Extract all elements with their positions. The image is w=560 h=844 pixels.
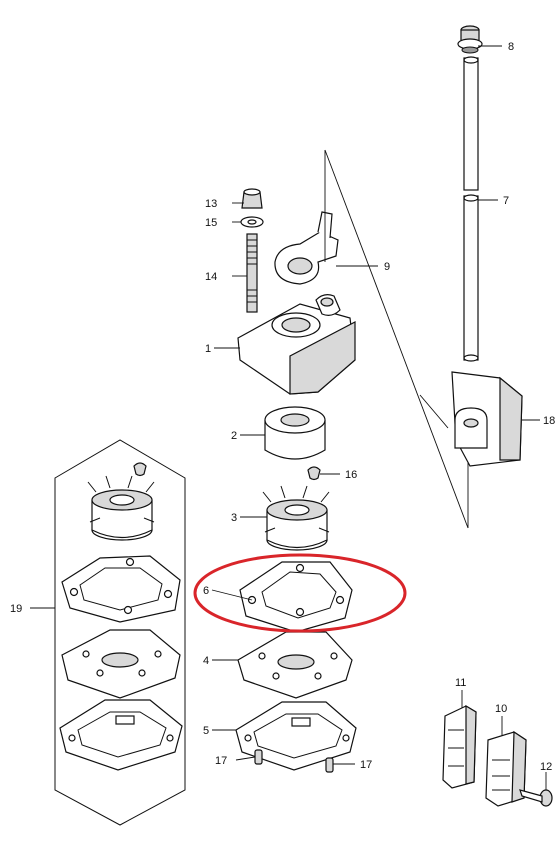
callout-9: 9 — [384, 261, 390, 273]
part-17-pin-left — [254, 749, 263, 765]
callout-19: 19 — [10, 603, 22, 615]
callout-10: 10 — [495, 703, 507, 715]
kit-plate — [61, 629, 181, 699]
highlight-ellipse — [193, 553, 407, 633]
part-10-holder — [485, 730, 527, 807]
leader-lines — [30, 45, 547, 790]
kit-outline — [54, 439, 186, 826]
callout-18: 18 — [543, 415, 555, 427]
part-6-gasket — [239, 561, 353, 633]
callout-14: 14 — [205, 271, 217, 283]
part-14-stud — [246, 233, 258, 313]
part-3-impeller — [262, 485, 330, 551]
callout-16: 16 — [345, 469, 357, 481]
kit-key — [133, 462, 147, 477]
kit-gasket-2 — [59, 699, 183, 771]
callout-12: 12 — [540, 761, 552, 773]
callout-17-right: 17 — [360, 759, 372, 771]
callout-7: 7 — [503, 195, 509, 207]
callout-13: 13 — [205, 198, 217, 210]
part-12-screw — [519, 789, 553, 807]
part-13-nut — [241, 188, 263, 209]
callout-5: 5 — [203, 725, 209, 737]
assembly-lines — [324, 149, 469, 529]
callout-4: 4 — [203, 655, 209, 667]
part-15-washer — [240, 216, 264, 228]
part-16-key — [307, 466, 321, 481]
kit-gasket-1 — [61, 555, 181, 623]
part-4-plate — [237, 631, 353, 699]
part-1-pump-housing — [237, 294, 356, 395]
kit-impeller — [87, 475, 155, 541]
callout-6: 6 — [203, 585, 209, 597]
part-18-seal — [451, 371, 523, 467]
callout-3: 3 — [231, 512, 237, 524]
part-7-water-tube — [463, 56, 479, 362]
part-17-pin-right — [325, 757, 334, 773]
callout-labels: 13 15 14 9 1 2 16 3 6 4 5 17 17 8 7 18 1… — [10, 41, 555, 773]
callout-8: 8 — [508, 41, 514, 53]
callout-11: 11 — [455, 677, 466, 689]
part-8-grommet — [457, 25, 483, 54]
callout-15: 15 — [205, 217, 217, 229]
callout-1: 1 — [205, 343, 211, 355]
part-9-lever — [274, 211, 339, 285]
part-5-gasket — [235, 701, 357, 771]
callout-2: 2 — [231, 430, 237, 442]
callout-17-left: 17 — [215, 755, 227, 767]
part-2-insert — [264, 406, 326, 460]
part-11-clip — [442, 704, 477, 789]
